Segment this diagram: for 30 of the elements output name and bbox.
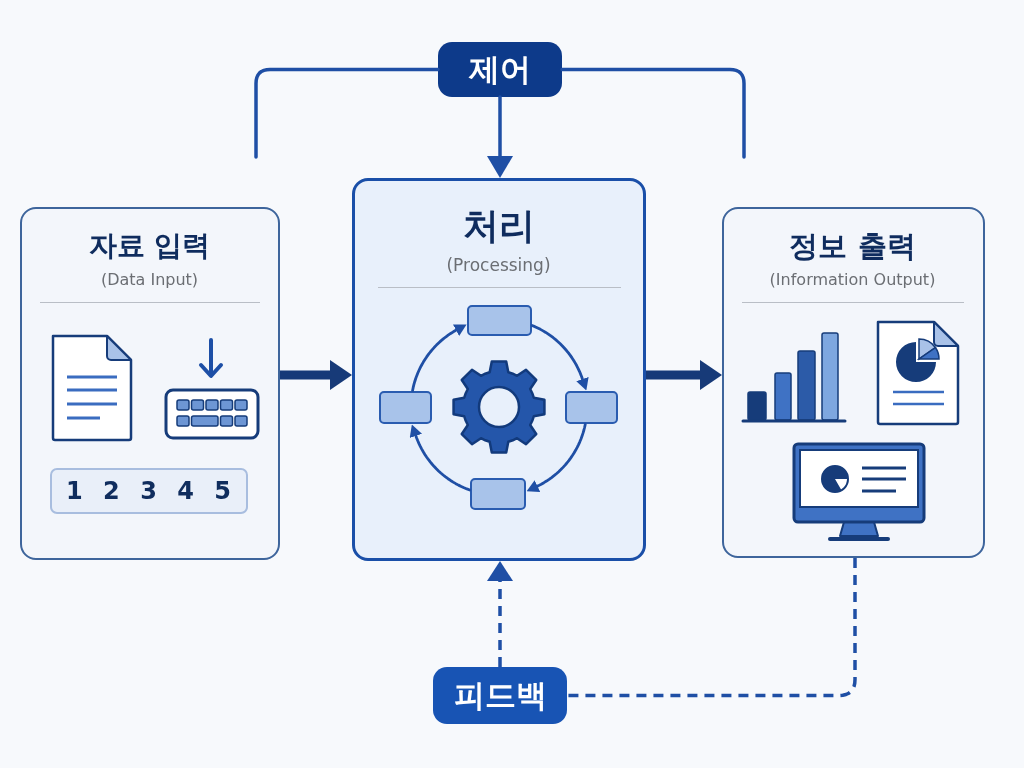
processing-panel bbox=[352, 178, 646, 561]
label-pill bbox=[433, 667, 567, 724]
pill-label: 피드백 bbox=[453, 676, 547, 715]
connector-line bbox=[560, 67, 746, 159]
curved-arrow bbox=[409, 424, 472, 492]
panel-subtitle: (Data Input) bbox=[100, 269, 199, 290]
process-box bbox=[378, 390, 432, 424]
dashed-arrow bbox=[487, 561, 513, 667]
input-panel bbox=[20, 207, 280, 560]
pill-label: 제어 bbox=[469, 50, 531, 89]
curved-arrow bbox=[411, 324, 467, 393]
output-panel bbox=[722, 207, 985, 558]
panel-title: 정보 출력 bbox=[789, 228, 916, 263]
panel-subtitle: (Processing) bbox=[446, 254, 551, 275]
thick-arrow bbox=[646, 360, 722, 390]
process-box bbox=[564, 390, 618, 424]
panel-title: 자료 입력 bbox=[88, 228, 211, 263]
panel-subtitle: (Information Output) bbox=[769, 269, 936, 290]
number-strip bbox=[49, 467, 248, 514]
thick-arrow bbox=[280, 360, 352, 390]
label-pill bbox=[438, 42, 562, 97]
curved-arrow bbox=[530, 324, 589, 391]
process-box bbox=[469, 477, 526, 510]
dashed-line bbox=[567, 558, 857, 698]
arrow bbox=[487, 95, 513, 178]
process-box bbox=[466, 304, 532, 336]
panel-title: 처리 bbox=[462, 203, 535, 248]
curved-arrow bbox=[526, 422, 587, 492]
number-sequence: 1 2 3 4 5 bbox=[66, 476, 231, 505]
connector-line bbox=[254, 67, 440, 159]
